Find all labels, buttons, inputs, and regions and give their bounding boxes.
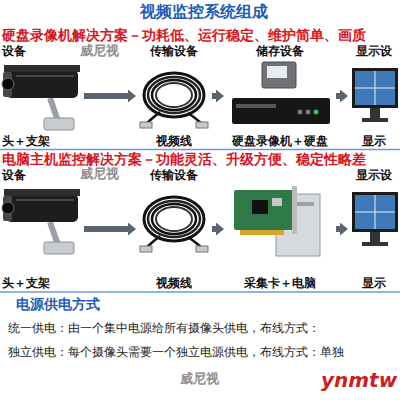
watermark: 威尼视	[180, 372, 219, 387]
component-label: 视频线	[156, 134, 192, 148]
component-label: 头＋支架	[2, 134, 50, 148]
component-group: 显示设显示	[350, 168, 398, 290]
component-label: 显示设	[356, 44, 392, 58]
component-label: 显示	[362, 134, 386, 148]
component-group: 采集卡＋电脑	[226, 168, 334, 290]
flow-arrow	[84, 93, 128, 99]
watermark: 威尼视	[80, 167, 119, 182]
component-group: 显示设显示	[350, 44, 398, 148]
diagram-title: 视频监控系统组成	[140, 3, 268, 21]
component-group: 设备头＋支架	[2, 44, 82, 148]
component-group: 传输设备视频线	[138, 168, 210, 290]
section-heading: 电脑主机监控解决方案－功能灵活、升级方便、稳定性略差	[2, 151, 366, 167]
note-text: 统一供电：由一个集中电源给所有摄像头供电，布线方式：	[8, 322, 320, 336]
flow-arrow	[212, 93, 216, 99]
component-label: 传输设备	[150, 44, 198, 58]
watermark-logo: ynmtw	[318, 369, 400, 392]
section-heading: 电源供电方式	[16, 296, 100, 312]
note-text: 独立供电：每个摄像头需要一个独立电源供电，布线方式：单独	[8, 346, 344, 360]
component-label: 视频线	[156, 276, 192, 290]
flow-arrow	[336, 93, 340, 99]
component-label: 显示	[362, 276, 386, 290]
component-label: 头＋支架	[2, 276, 50, 290]
component-group: 传输设备视频线	[138, 44, 210, 148]
component-label: 储存设备	[256, 44, 304, 58]
component-group: 储存设备硬盘录像机＋硬盘	[226, 44, 334, 148]
flow-arrow	[336, 226, 340, 232]
watermark: 威尼视	[80, 44, 119, 59]
component-label: 硬盘录像机＋硬盘	[232, 134, 328, 148]
flow-arrow	[212, 226, 216, 232]
component-label: 设备	[2, 168, 26, 182]
component-label: 传输设备	[150, 168, 198, 182]
component-label: 显示设	[356, 168, 392, 182]
flow-arrow	[84, 226, 128, 232]
section-heading: 硬盘录像机解决方案－功耗低、运行稳定、维护简单、画质	[2, 27, 366, 43]
component-label: 采集卡＋电脑	[244, 276, 316, 290]
component-group: 设备头＋支架	[2, 168, 82, 290]
component-label: 设备	[2, 44, 26, 58]
